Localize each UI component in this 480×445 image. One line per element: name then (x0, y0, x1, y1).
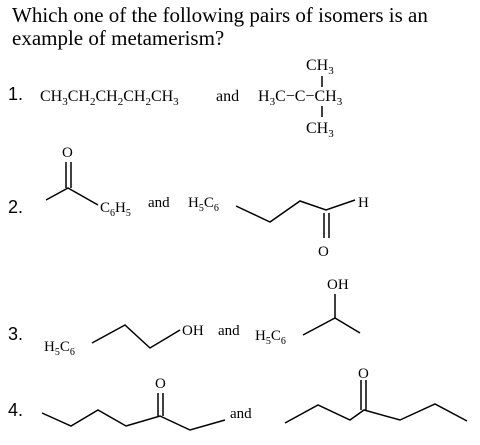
aldehyde-oxygen: O (318, 244, 329, 260)
ketone-chain-c (41, 409, 226, 431)
neopentane-top-methyl: CH3 (306, 57, 334, 77)
option-4-number: 4. (8, 400, 24, 420)
ketone-oxygen-d: O (358, 366, 369, 382)
ketone-oxygen-a: O (62, 145, 73, 161)
aldehyde-skeleton (235, 199, 356, 223)
option-2-and: and (148, 195, 170, 211)
phenyl-group-c: H5C6 (44, 339, 75, 358)
option-1-and: and (216, 88, 239, 105)
secondary-alcohol-chain (302, 317, 361, 336)
ketone-skeleton-a (45, 187, 99, 206)
neopentane-bottom-methyl: CH3 (306, 120, 334, 140)
option-1-number: 1. (8, 84, 24, 104)
neopentane-main-chain: H3C−C−CH3 (258, 88, 343, 108)
n-pentane-formula: CH3CH2CH2CH2CH3 (40, 88, 179, 108)
hydroxyl-group-b: OH (327, 277, 349, 293)
ketone-oxygen-c: O (155, 376, 166, 392)
option-2-number: 2. (8, 197, 24, 217)
phenyl-group-b: H5C6 (188, 195, 219, 214)
option-3-and: and (218, 323, 240, 339)
question-text: Which one of the following pairs of isom… (12, 3, 428, 50)
propanol-chain (91, 324, 181, 349)
option-2-structures: O C6H5 and H5C6 O H (45, 145, 369, 260)
option-3-structures: H5C6 OH and H5C6 OH (44, 277, 361, 358)
ketone-chain-d (284, 403, 468, 424)
option-3-number: 3. (8, 324, 24, 344)
hydroxyl-group-a: OH (182, 323, 204, 339)
option-1-structures: CH3CH2CH2CH2CH3 and CH3 H3C−C−CH3 CH3 (40, 57, 343, 140)
phenyl-group-d: H5C6 (255, 328, 286, 347)
aldehyde-hydrogen: H (358, 195, 369, 211)
phenyl-group-a: C6H5 (100, 200, 131, 219)
option-4-structures: O and O (41, 366, 468, 431)
option-4-and: and (230, 406, 252, 422)
